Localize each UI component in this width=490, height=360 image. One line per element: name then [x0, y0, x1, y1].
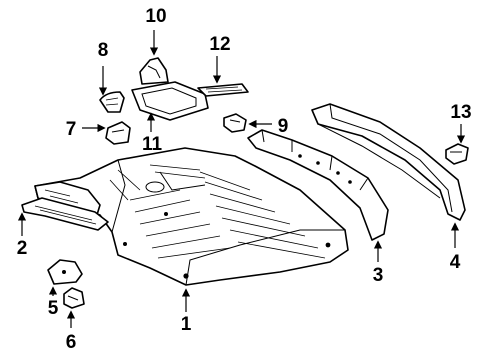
callout-3: 3: [373, 265, 384, 286]
clip-part-13: [445, 143, 469, 165]
bracket-part-7: [105, 121, 131, 145]
callout-5: 5: [48, 298, 59, 319]
callout-1: 1: [181, 314, 192, 335]
callout-2: 2: [17, 238, 28, 259]
mount-bracket-part-5: [47, 259, 83, 285]
plate-part-12: [197, 83, 249, 97]
callout-10: 10: [145, 6, 166, 27]
tray-panel-part-11: [131, 81, 209, 121]
callout-13: 13: [450, 102, 471, 123]
crossmember-part-3: [247, 129, 389, 241]
callout-6: 6: [66, 332, 77, 353]
callout-8: 8: [98, 40, 109, 61]
retainer-part-9: [223, 113, 247, 133]
callout-4: 4: [450, 252, 461, 273]
cover-part-10: [139, 57, 169, 85]
rear-rail-part-4: [311, 103, 466, 221]
curved-bracket-part-8: [99, 91, 125, 113]
callout-12: 12: [209, 34, 230, 55]
callout-labels: 1 2 3 4 5 6 7 8 9 10 11 12 13: [17, 6, 472, 353]
clip-part-6: [63, 287, 85, 309]
callout-11: 11: [142, 134, 163, 155]
front-bracket-part-2: [21, 197, 109, 231]
callout-9: 9: [278, 116, 289, 137]
callout-7: 7: [66, 119, 77, 140]
leader-lines: [17, 30, 466, 328]
